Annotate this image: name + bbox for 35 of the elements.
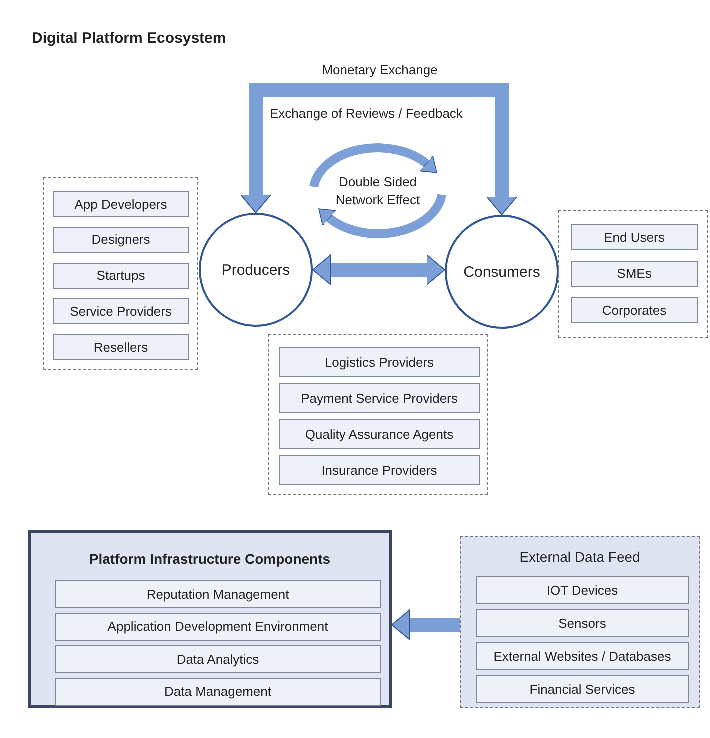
- dashed-group-box: [558, 210, 708, 338]
- list-item-box: Payment Service Providers: [279, 383, 480, 413]
- diagram-title: Digital Platform Ecosystem: [32, 30, 226, 47]
- list-item-box: Application Development Environment: [55, 612, 381, 640]
- dashed-group-box: [268, 334, 488, 495]
- list-item-box: End Users: [571, 224, 698, 250]
- dashed-group-box: [43, 177, 198, 370]
- arrow-label: Exchange of Reviews / Feedback: [270, 106, 463, 121]
- list-item-box: Corporates: [571, 297, 698, 323]
- panel-box: [28, 530, 392, 708]
- list-item-box: External Websites / Databases: [476, 642, 689, 670]
- list-item-box: Sensors: [476, 609, 689, 637]
- list-item-box: Data Management: [55, 678, 381, 706]
- list-item-box: Insurance Providers: [279, 455, 480, 485]
- block-arrow: [312, 254, 446, 286]
- block-arrow: [240, 83, 518, 216]
- list-item-box: Startups: [53, 262, 189, 289]
- panel-box: [460, 536, 700, 708]
- list-item-box: Financial Services: [476, 675, 689, 703]
- list-item-box: Resellers: [53, 334, 189, 360]
- list-item-box: Logistics Providers: [279, 347, 480, 377]
- panel-heading: External Data Feed: [518, 549, 642, 565]
- circle-node: Consumers: [445, 215, 559, 329]
- list-item-box: Reputation Management: [55, 580, 381, 608]
- panel-heading: Platform Infrastructure Components: [88, 551, 332, 567]
- list-item-box: Quality Assurance Agents: [279, 419, 480, 449]
- circle-node: Producers: [199, 213, 313, 327]
- list-item-box: Data Analytics: [55, 645, 381, 673]
- list-item-box: App Developers: [53, 191, 189, 217]
- block-arrow: [392, 610, 460, 640]
- list-item-box: Designers: [53, 226, 189, 253]
- list-item-box: IOT Devices: [476, 576, 689, 604]
- list-item-box: Service Providers: [53, 298, 189, 324]
- list-item-box: SMEs: [571, 260, 698, 286]
- center-label: Double Sided Network Effect: [334, 173, 422, 209]
